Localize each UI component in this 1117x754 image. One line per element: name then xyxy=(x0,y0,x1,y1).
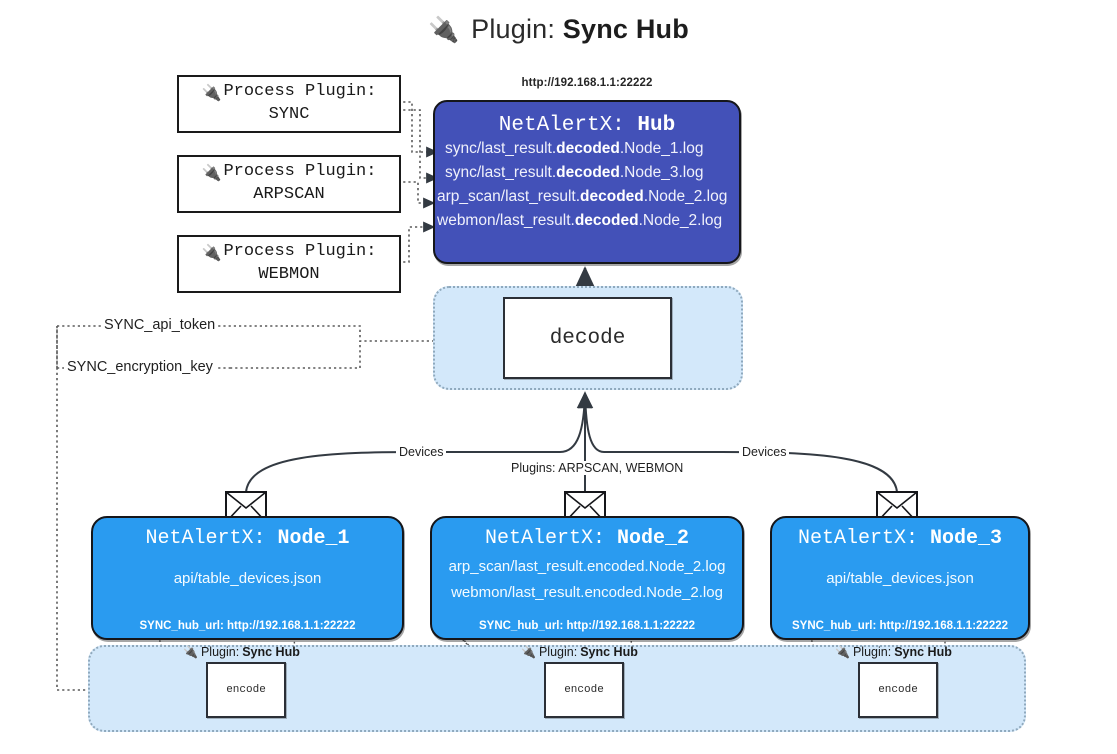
plug-icon: 🔌 xyxy=(201,82,222,102)
edge-label-plugins-center: Plugins: ARPSCAN, WEBMON xyxy=(508,461,687,475)
node-path-line: api/table_devices.json xyxy=(826,570,974,587)
node-title: NetAlertX: Node_2 xyxy=(484,527,690,550)
hub-log-line: arp_scan/last_result.decoded.Node_2.log xyxy=(437,188,728,206)
plug-icon: 🔌 xyxy=(201,162,222,182)
hub-title: NetAlertX: Hub xyxy=(435,114,739,137)
node-hub-url: SYNC_hub_url: http://192.168.1.1:22222 xyxy=(791,620,1009,632)
node-hub-url: SYNC_hub_url: http://192.168.1.1:22222 xyxy=(139,620,356,632)
page-title-name: Sync Hub xyxy=(562,14,689,44)
hub-title-name: Hub xyxy=(637,114,676,137)
decode-box[interactable]: decode xyxy=(503,297,672,379)
hub-title-prefix: NetAlertX: xyxy=(498,114,625,137)
encode-box-1[interactable]: encode xyxy=(206,662,286,718)
encode-label: encode xyxy=(226,684,266,696)
process-plugin-label: Process Plugin: xyxy=(223,82,377,102)
plug-icon: 🔌 xyxy=(183,645,198,659)
node-card-3[interactable]: NetAlertX: Node_3 api/table_devices.json… xyxy=(770,516,1030,640)
node-card-1[interactable]: NetAlertX: Node_1 api/table_devices.json… xyxy=(91,516,404,640)
encode-box-3[interactable]: encode xyxy=(858,662,938,718)
process-plugin-webmon[interactable]: 🔌 Process Plugin: WEBMON xyxy=(177,235,401,293)
encoder-caption-3: 🔌 Plugin: Sync Hub xyxy=(835,645,952,659)
page-title-prefix: Plugin: xyxy=(471,14,556,44)
setting-label-api-token: SYNC_api_token xyxy=(101,317,219,333)
node-title: NetAlertX: Node_3 xyxy=(797,527,1003,550)
decode-label: decode xyxy=(549,326,626,350)
process-plugin-sync[interactable]: 🔌 Process Plugin: SYNC xyxy=(177,75,401,133)
node-path-line: webmon/last_result.encoded.Node_2.log xyxy=(451,584,723,602)
edge-label-devices-left: Devices xyxy=(396,445,447,459)
node-path-line: api/table_devices.json xyxy=(173,570,322,587)
hub-url: http://192.168.1.1:22222 xyxy=(521,77,653,89)
process-plugin-name: SYNC xyxy=(268,105,310,124)
process-plugin-name: WEBMON xyxy=(258,265,320,284)
process-plugin-arpscan[interactable]: 🔌 Process Plugin: ARPSCAN xyxy=(177,155,401,213)
encode-box-2[interactable]: encode xyxy=(544,662,624,718)
encoder-caption-2: 🔌 Plugin: Sync Hub xyxy=(521,645,638,659)
encode-label: encode xyxy=(878,684,918,696)
encode-label: encode xyxy=(564,684,604,696)
hub-log-line: sync/last_result.decoded.Node_3.log xyxy=(445,164,704,182)
hub-log-line: sync/last_result.decoded.Node_1.log xyxy=(445,140,704,157)
node-card-2[interactable]: NetAlertX: Node_2 arp_scan/last_result.e… xyxy=(430,516,744,640)
setting-label-encryption-key: SYNC_encryption_key xyxy=(64,359,216,375)
hub-log-line: webmon/last_result.decoded.Node_2.log xyxy=(437,212,723,230)
plug-icon: 🔌 xyxy=(428,16,460,44)
edge-label-devices-right: Devices xyxy=(739,445,790,459)
node-hub-url: SYNC_hub_url: http://192.168.1.1:22222 xyxy=(478,620,696,632)
node-path-line: arp_scan/last_result.encoded.Node_2.log xyxy=(448,558,726,575)
process-plugin-label: Process Plugin: xyxy=(223,242,377,262)
hub-node[interactable]: http://192.168.1.1:22222 NetAlertX: Hub … xyxy=(433,77,741,264)
plug-icon: 🔌 xyxy=(521,645,536,659)
plug-icon: 🔌 xyxy=(201,242,222,262)
page-title: 🔌 Plugin: Sync Hub xyxy=(0,14,1117,45)
encoder-caption-1: 🔌 Plugin: Sync Hub xyxy=(183,645,300,659)
process-plugin-name: ARPSCAN xyxy=(253,185,325,204)
node-title: NetAlertX: Node_1 xyxy=(145,527,350,550)
process-plugin-label: Process Plugin: xyxy=(223,162,377,182)
plug-icon: 🔌 xyxy=(835,645,850,659)
